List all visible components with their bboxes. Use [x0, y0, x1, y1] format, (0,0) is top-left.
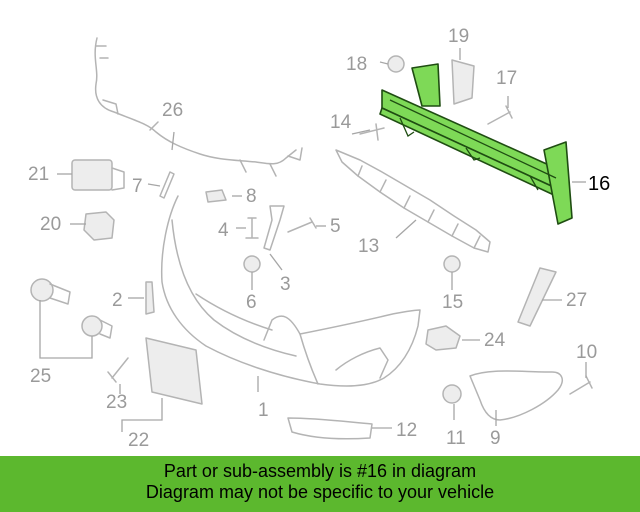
- info-banner: Part or sub-assembly is #16 in diagram D…: [0, 456, 640, 512]
- callout-5: 5: [330, 216, 341, 237]
- callout-26: 26: [162, 100, 183, 121]
- callout-9: 9: [490, 428, 501, 449]
- part-bolt-14: [359, 123, 385, 141]
- part-sensor-bracket: [83, 211, 115, 241]
- part-control-module-connector: [111, 167, 125, 191]
- part-clip-8: [205, 189, 227, 203]
- callout-20: 20: [40, 214, 61, 235]
- banner-line-2: Diagram may not be specific to your vehi…: [145, 482, 495, 502]
- callout-3: 3: [280, 274, 291, 295]
- callout-10: 10: [576, 342, 597, 363]
- callout-24: 24: [484, 330, 506, 351]
- callout-6: 6: [246, 292, 257, 313]
- callout-14: 14: [330, 112, 352, 133]
- callout-labels: 1 2 3 4 5 6 7 8 9 10 11 12 13 14 15 16 1…: [28, 26, 610, 451]
- callout-27: 27: [566, 290, 587, 311]
- callout-23: 23: [106, 392, 127, 413]
- part-screw-4: [245, 217, 259, 239]
- callout-12: 12: [396, 420, 417, 441]
- callout-22: 22: [128, 430, 149, 451]
- leader-lines: [39, 48, 587, 432]
- parts-diagram: 1 2 3 4 5 6 7 8 9 10 11 12 13 14 15 16 1…: [28, 26, 610, 451]
- part-sensor-7: [159, 171, 175, 199]
- part-bolt-10: [569, 375, 593, 395]
- callout-8: 8: [246, 186, 257, 207]
- part-control-module: [71, 159, 113, 191]
- banner-line-1: Part or sub-assembly is #16 in diagram: [163, 461, 477, 481]
- callout-2: 2: [112, 290, 123, 311]
- part-bolt-17: [487, 105, 513, 125]
- part-energy-absorber: [335, 149, 491, 253]
- part-bracket-19: [451, 59, 475, 105]
- part-screw-23: [107, 357, 129, 383]
- part-trim-27: [517, 267, 557, 327]
- part-parking-sensor-b-body: [99, 319, 113, 339]
- part-trim-12: [287, 417, 373, 440]
- part-bumper-cover: [160, 195, 421, 387]
- part-bracket-3: [263, 205, 285, 251]
- callout-13: 13: [358, 236, 379, 257]
- callout-19: 19: [448, 26, 469, 47]
- callout-4: 4: [218, 220, 229, 241]
- part-parking-sensor-a-body: [49, 283, 71, 305]
- callout-15: 15: [442, 292, 463, 313]
- part-wiring-harness: [94, 37, 303, 177]
- part-nut-18: [387, 55, 405, 73]
- callout-16: 16: [588, 173, 610, 195]
- part-parking-sensor-b: [81, 315, 103, 337]
- part-nut-15: [443, 255, 461, 273]
- part-reinforcement-bar-highlighted: [379, 63, 573, 225]
- callout-7: 7: [132, 176, 143, 197]
- part-nut-11: [442, 384, 462, 404]
- callout-17: 17: [496, 68, 517, 89]
- part-parking-sensor-a: [30, 278, 54, 302]
- part-trim-2: [145, 281, 155, 315]
- part-sensor-24: [425, 325, 461, 351]
- part-nut-6: [243, 255, 261, 273]
- callout-21: 21: [28, 164, 49, 185]
- callout-18: 18: [346, 54, 367, 75]
- part-bolt-5: [287, 217, 317, 233]
- part-bezel-9: [469, 370, 563, 421]
- callout-25: 25: [30, 366, 51, 387]
- callout-1: 1: [258, 400, 269, 421]
- part-plate-bracket-22: [145, 337, 203, 405]
- callout-11: 11: [446, 428, 466, 449]
